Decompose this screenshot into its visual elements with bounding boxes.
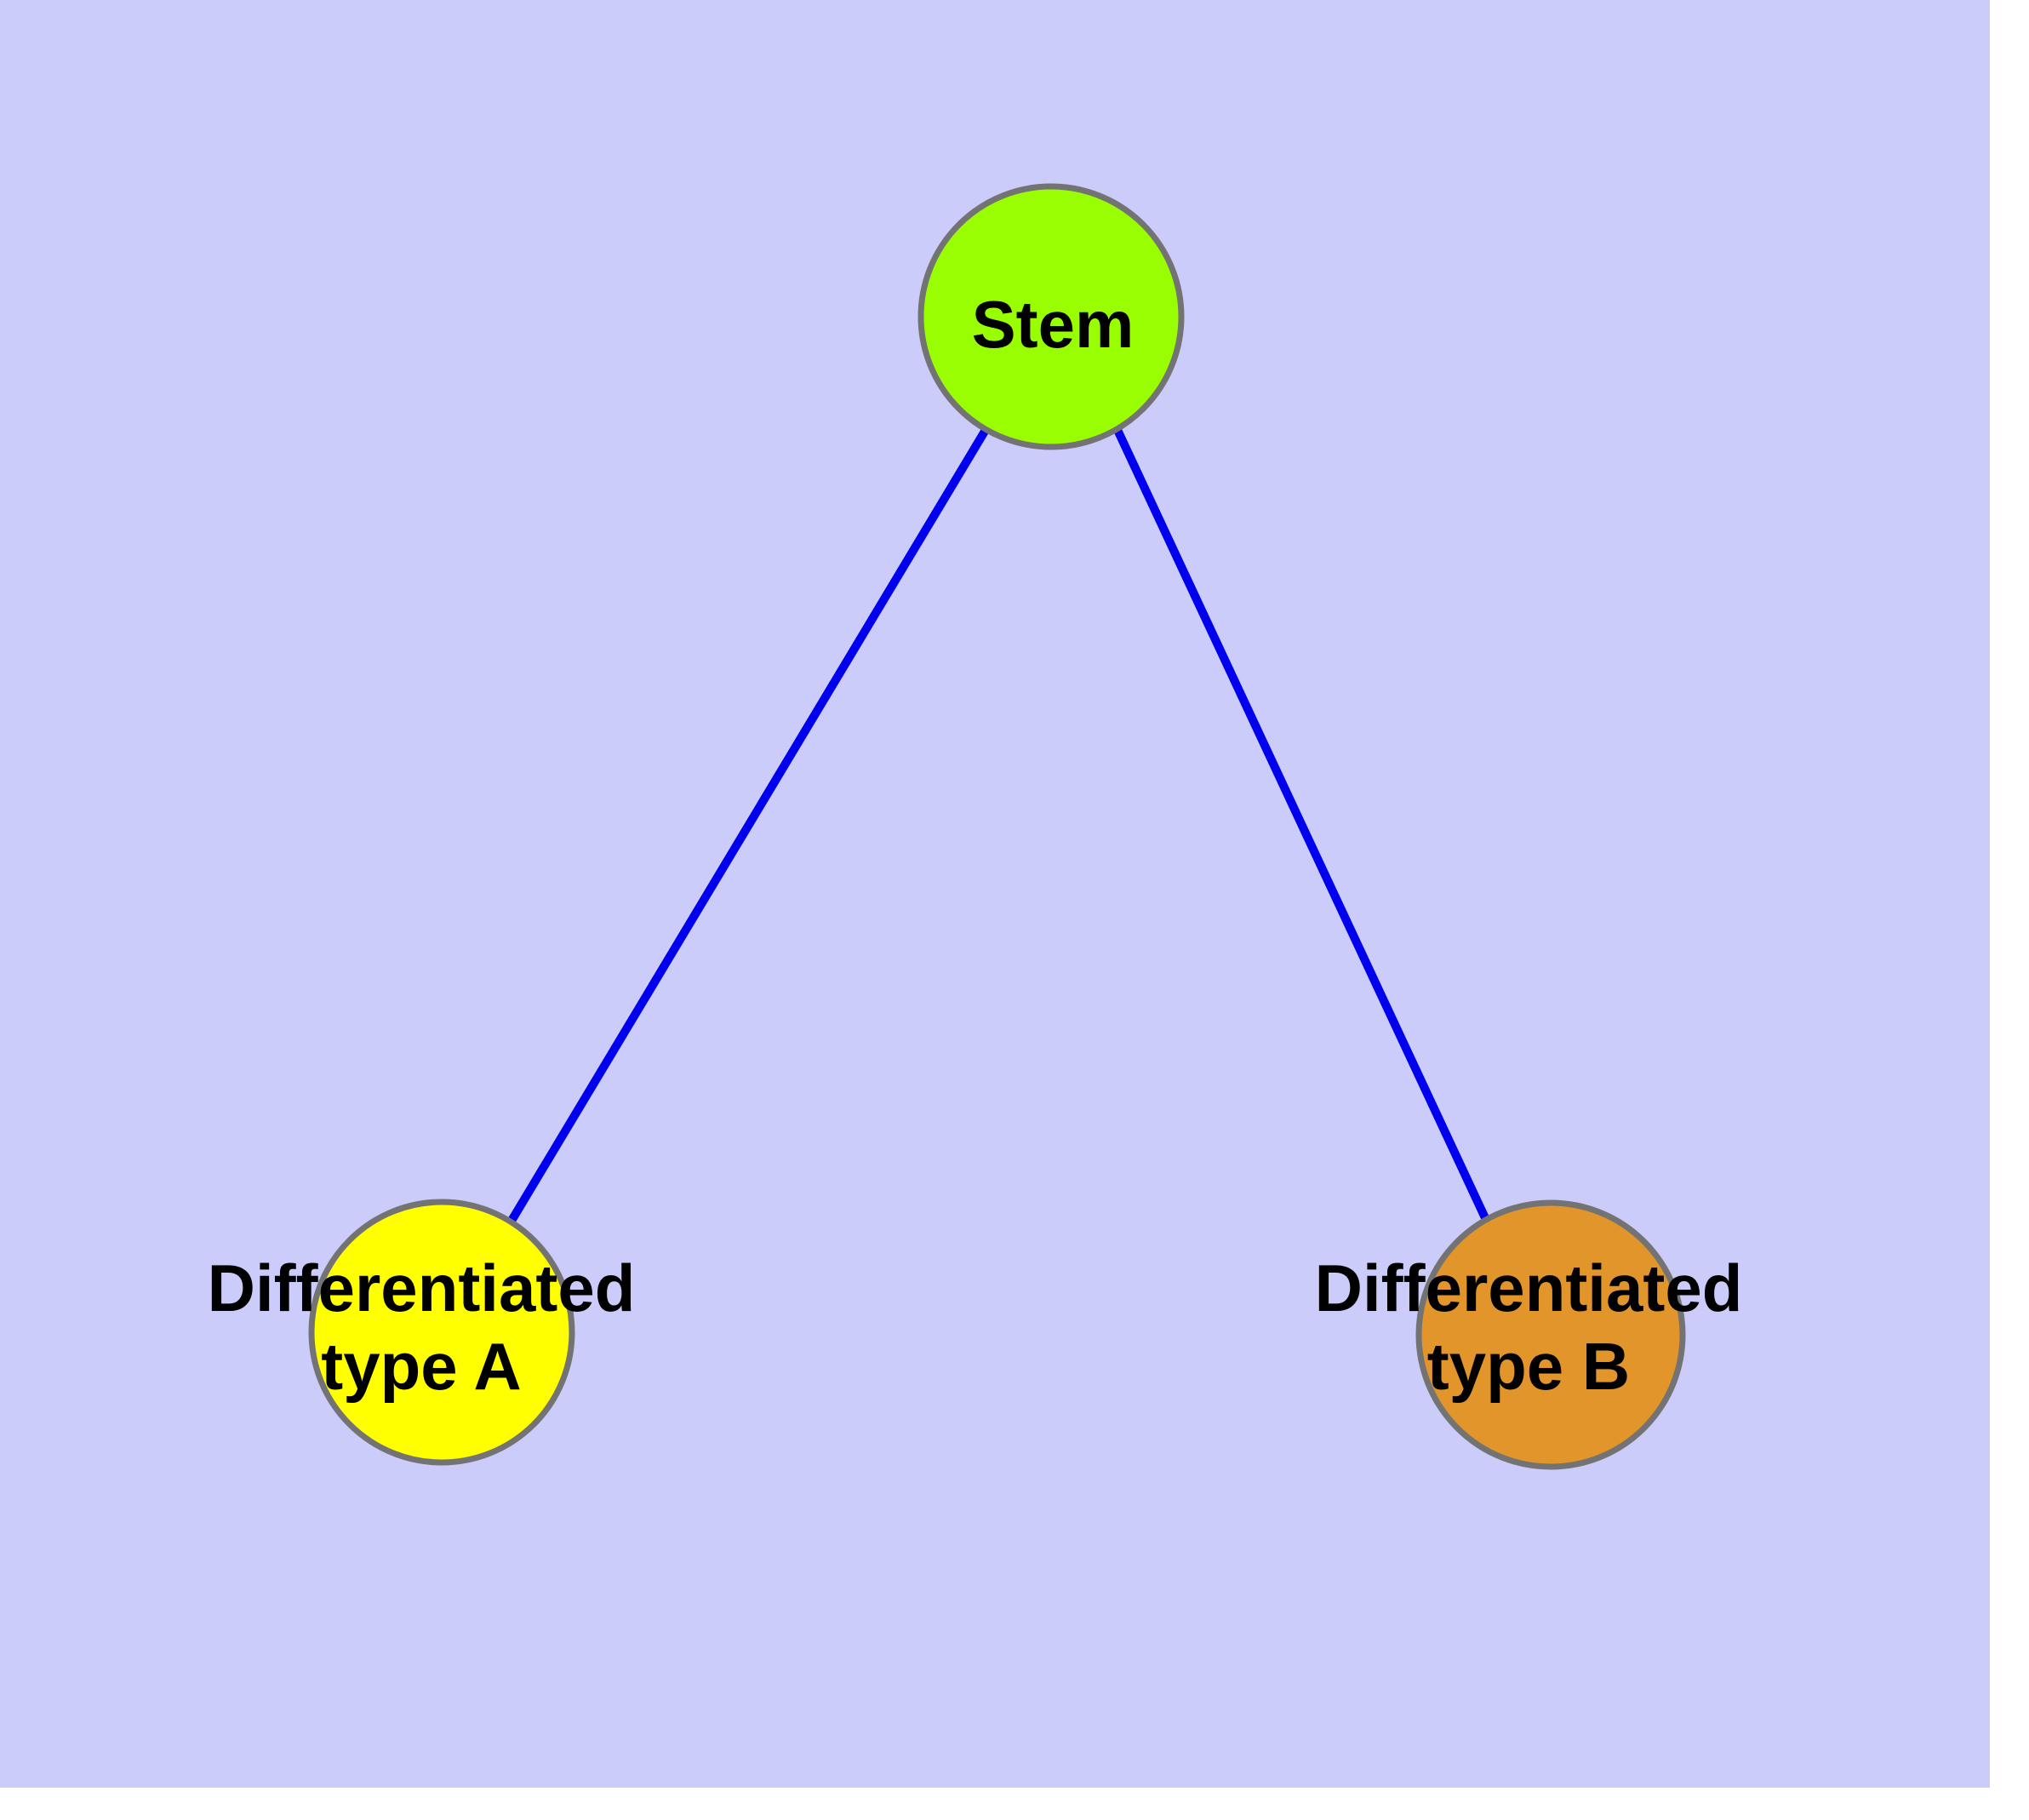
node-label-line: Stem bbox=[972, 287, 1135, 362]
node-label-line: Differentiated bbox=[208, 1251, 636, 1325]
node-stem[interactable] bbox=[917, 183, 1185, 450]
node-label-line: Differentiated bbox=[1315, 1251, 1743, 1325]
nodes-layer bbox=[308, 183, 1686, 1470]
node-diff-type-b[interactable] bbox=[1415, 1199, 1686, 1470]
edges-layer bbox=[507, 427, 1491, 1224]
edge-stem-to-type-a[interactable] bbox=[507, 427, 990, 1223]
node-label-line: type B bbox=[1427, 1329, 1630, 1404]
node-diff-type-a[interactable] bbox=[308, 1199, 575, 1466]
node-label-stem: Stem bbox=[972, 287, 1135, 362]
edge-stem-to-type-b[interactable] bbox=[1113, 427, 1491, 1224]
node-label-line: type A bbox=[321, 1329, 522, 1404]
